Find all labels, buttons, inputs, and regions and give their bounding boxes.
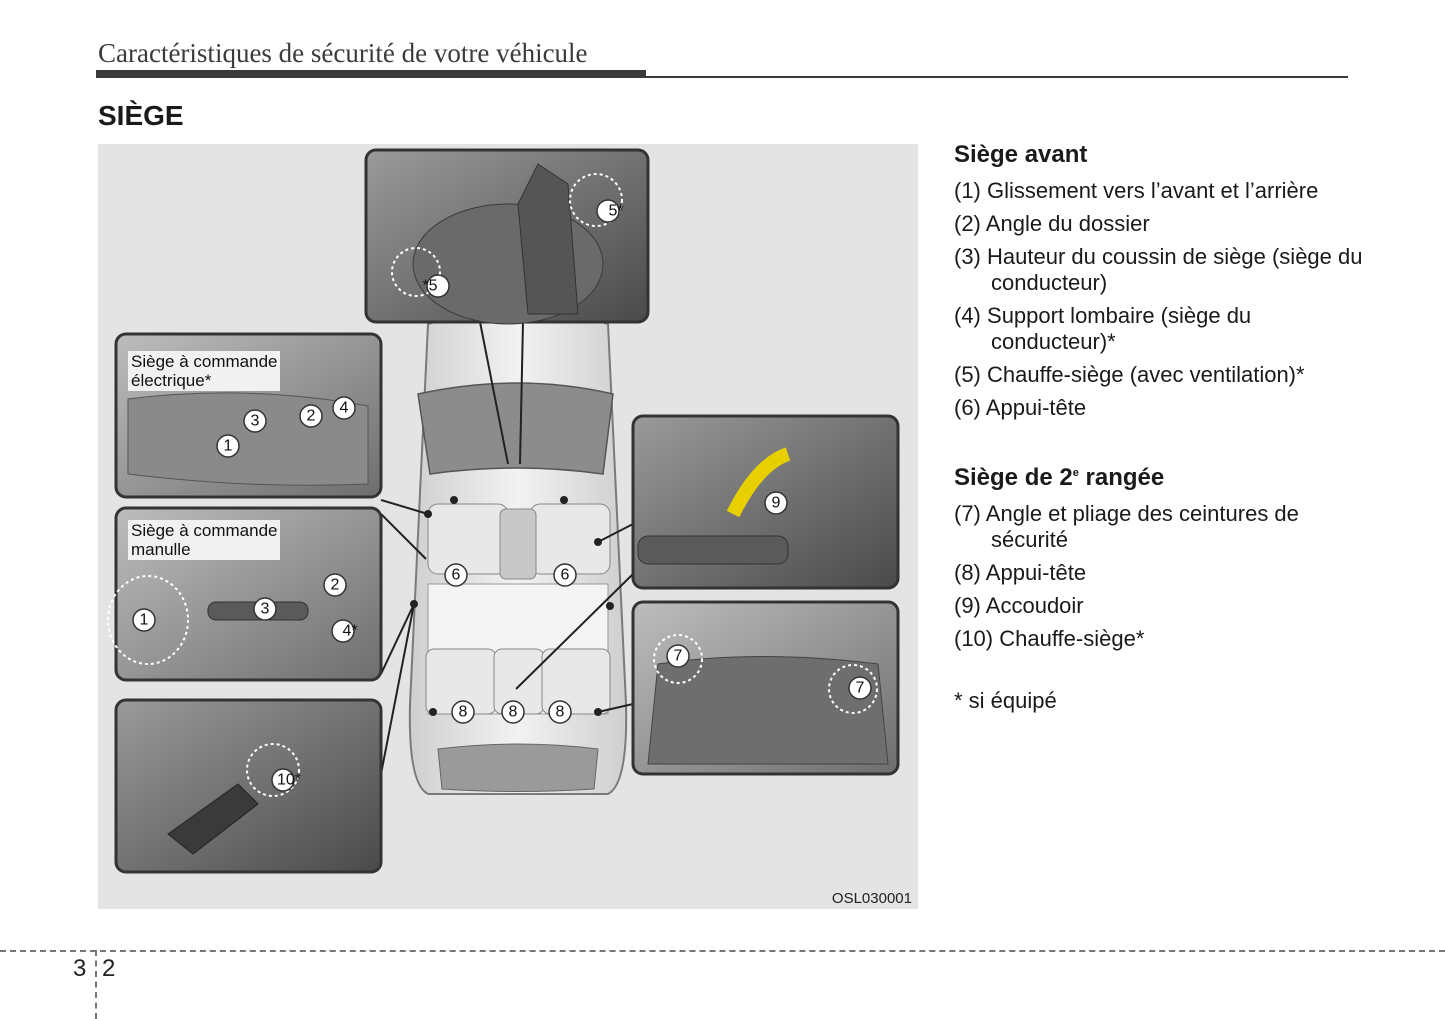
header-title: Caractéristiques de sécurité de votre vé… (98, 38, 588, 68)
callout-m2: 2 (331, 577, 340, 594)
front-item-5: (5) Chauffe-siège (avec ventilation)* (954, 362, 1305, 387)
callout-p2: 2 (307, 408, 316, 425)
callout-headrest-front-right: 6 (561, 567, 570, 584)
rear-item-7: (7) Angle et pliage des ceintures de séc… (954, 501, 1299, 552)
callout-headrest-front-left: 6 (452, 567, 461, 584)
section-title: SIÈGE (98, 100, 184, 131)
callout-p1: 1 (224, 438, 233, 455)
power-seat-label: Siège à commande électrique* (128, 351, 281, 391)
console-panel (364, 148, 650, 325)
front-item-2: (2) Angle du dossier (954, 211, 1150, 236)
callout-headrest-rear-2: 8 (509, 704, 518, 721)
front-item-6: (6) Appui-tête (954, 395, 1087, 420)
manual-seat-label: Siège à commande manulle (128, 520, 281, 560)
callout-armrest: 9 (772, 495, 781, 512)
door-heater-panel (114, 698, 383, 874)
callout-circles (132, 199, 872, 792)
front-item-3: (3) Hauteur du coussin de siège (siège d… (954, 244, 1363, 295)
callout-m3: 3 (261, 601, 270, 618)
callout-heater-b: *5 (422, 278, 437, 295)
callout-rear-heater: 10* (277, 772, 301, 789)
seat-legend: Siège avant (1) Glissement vers l’avant … (954, 140, 1374, 714)
callout-labels: 1 3 2 4 1 2 3 4* 5* *5 6 6 9 7 7 8 8 8 1… (140, 203, 865, 789)
callout-m1: 1 (140, 612, 149, 629)
page-number: 2 (102, 955, 116, 982)
footnote: * si équipé (954, 688, 1057, 713)
car-top-view (408, 308, 628, 795)
header-rule (646, 76, 1348, 78)
leader-lines (380, 321, 634, 775)
second-row-heading: Siège de 2e rangée (954, 464, 1165, 491)
front-item-4: (4) Support lombaire (siège du conducteu… (954, 303, 1252, 354)
rear-item-10: (10) Chauffe-siège* (954, 626, 1145, 651)
rear-item-8: (8) Appui-tête (954, 560, 1087, 585)
seat-figure: 1 3 2 4 1 2 3 4* 5* *5 6 6 9 7 7 8 8 8 1… (98, 144, 918, 909)
front-item-1: (1) Glissement vers l’avant et l’arrière (954, 178, 1319, 203)
callout-rear-right: 7 (856, 680, 865, 697)
callout-heater-a: 5* (608, 203, 623, 220)
seat-illustration: 1 3 2 4 1 2 3 4* 5* *5 6 6 9 7 7 8 8 8 1… (107, 148, 900, 874)
footer-rule (0, 950, 1445, 952)
callout-headrest-rear-1: 8 (459, 704, 468, 721)
callout-rear-left: 7 (674, 648, 683, 665)
footer-divider (95, 950, 97, 1019)
front-seat-heading: Siège avant (954, 141, 1088, 168)
header-bar (96, 70, 646, 78)
callout-headrest-rear-3: 8 (556, 704, 565, 721)
callout-m4: 4* (342, 623, 357, 640)
page-chapter: 3 (73, 955, 87, 982)
callout-p4: 4 (340, 400, 349, 417)
rear-seat-panel (631, 600, 900, 776)
callout-p3: 3 (251, 413, 260, 430)
figure-code: OSL030001 (831, 890, 912, 907)
rear-item-9: (9) Accoudoir (954, 593, 1084, 618)
